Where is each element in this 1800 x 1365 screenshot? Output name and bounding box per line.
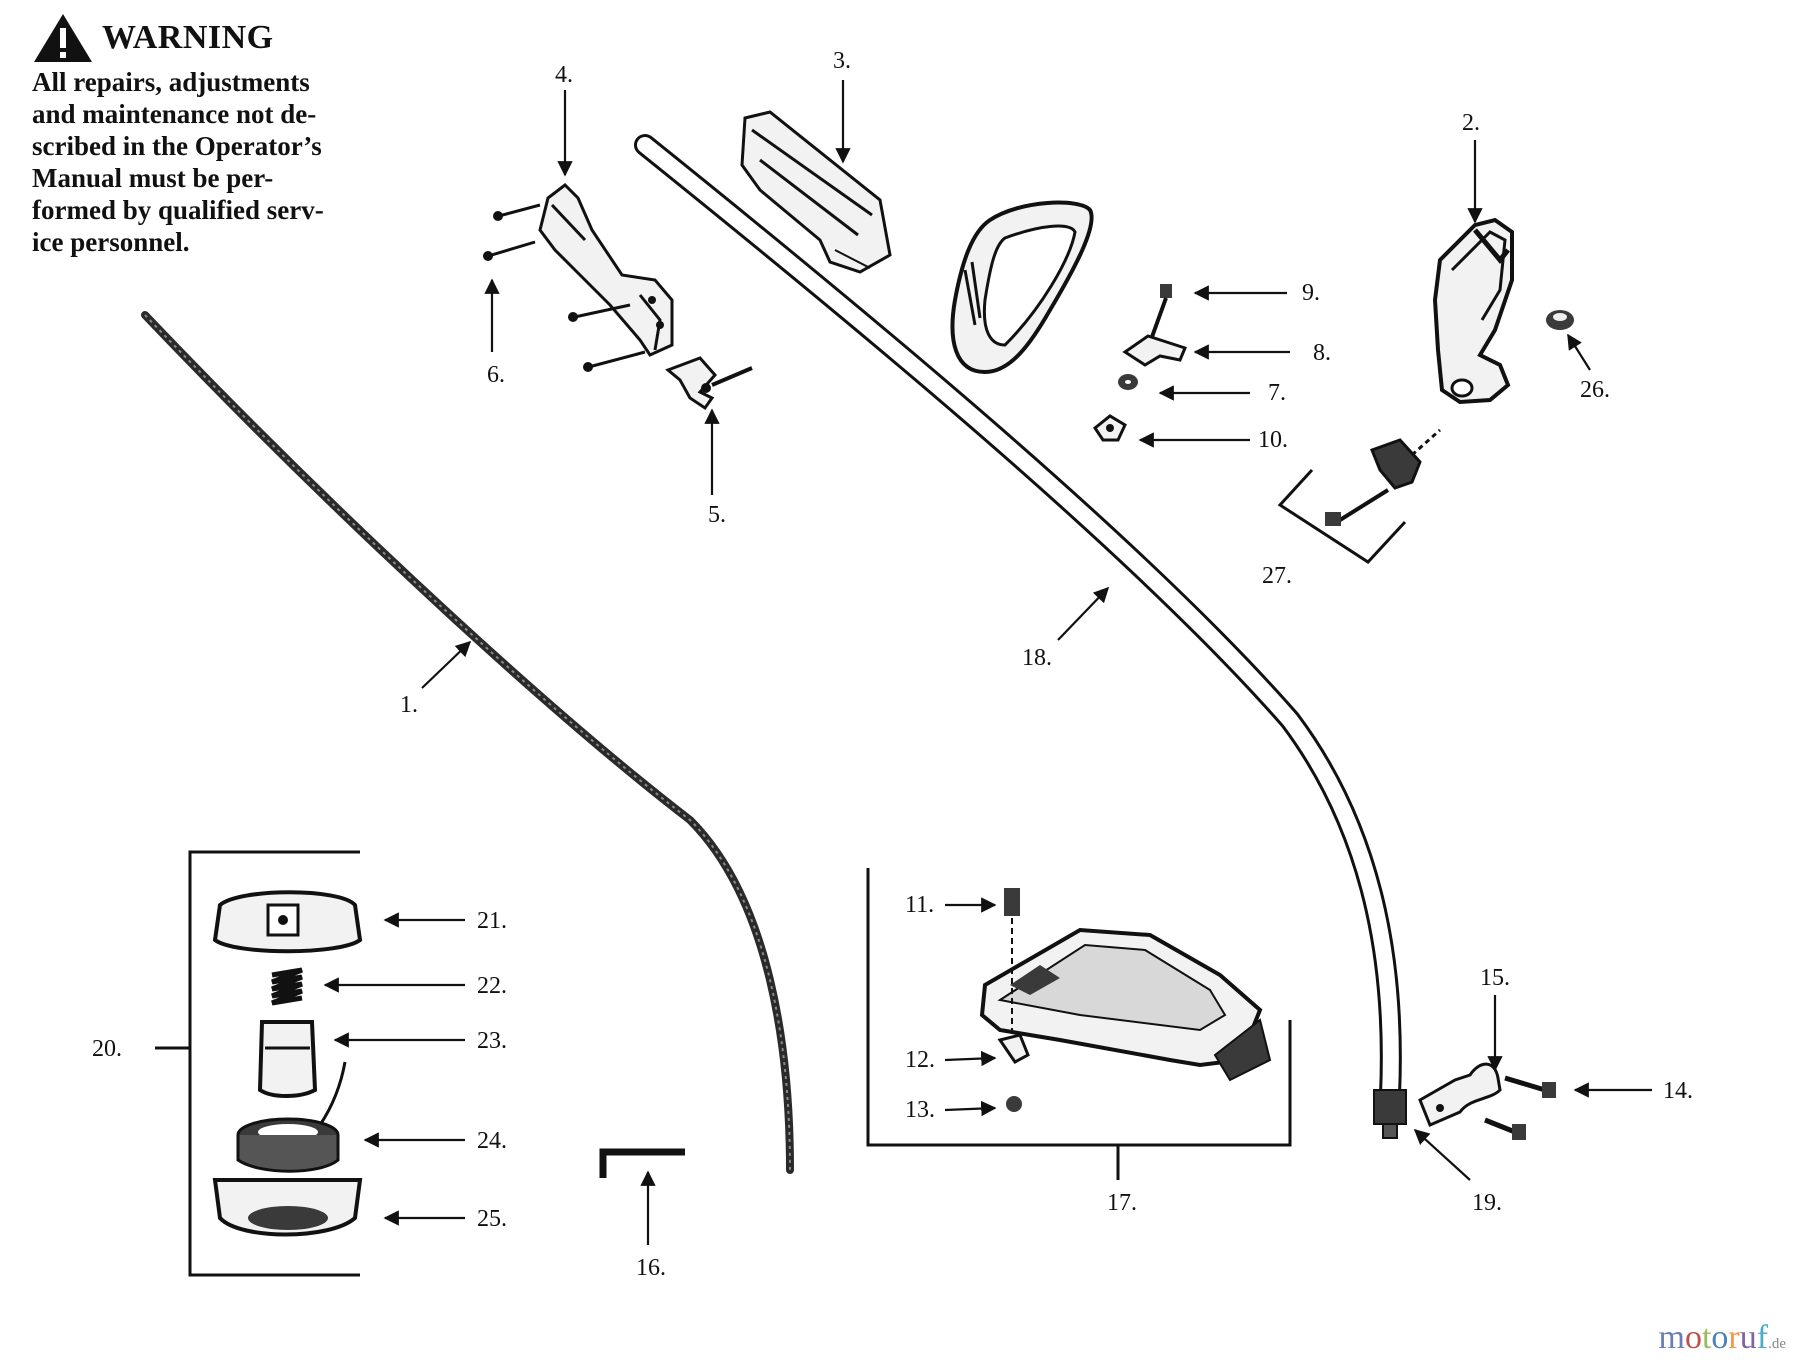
wing-nut-part — [1092, 414, 1127, 442]
warning-text: All repairs, adjustments and maintenance… — [32, 66, 412, 258]
callout-label-3: 3. — [833, 48, 851, 74]
warning-title: WARNING — [102, 19, 274, 56]
watermark-letter: u — [1739, 1319, 1757, 1356]
callout-label-14: 14. — [1663, 1078, 1693, 1104]
watermark-letter: o — [1711, 1319, 1729, 1356]
clamp-knob-part — [1325, 428, 1441, 526]
callout-label-26: 26. — [1580, 377, 1610, 403]
bracket-line — [866, 868, 1292, 1147]
washer-part — [1118, 374, 1138, 390]
spool-part — [236, 1117, 340, 1173]
knob-part — [1546, 310, 1574, 330]
screw-part — [1484, 1075, 1556, 1140]
watermark-letter: m — [1658, 1319, 1685, 1356]
d-handle-part — [950, 200, 1094, 375]
eyelet-part — [257, 1020, 318, 1098]
callout-label-2: 2. — [1462, 110, 1480, 136]
callout-label-6: 6. — [487, 362, 505, 388]
callout-label-13: 13. — [905, 1097, 935, 1123]
watermark-suffix: .de — [1768, 1336, 1786, 1352]
warning-line: scribed in the Operator’s — [32, 131, 322, 161]
callout-label-1: 1. — [400, 692, 418, 718]
screw-part — [1004, 888, 1020, 1040]
callout-label-22: 22. — [477, 973, 507, 999]
warning-header: WARNING — [32, 12, 412, 64]
callout-label-23: 23. — [477, 1028, 507, 1054]
spring-part — [271, 967, 303, 1006]
warning-line: Manual must be per- — [32, 163, 274, 193]
callout-label-24: 24. — [477, 1128, 507, 1154]
drive-shaft-part — [141, 311, 794, 1174]
callout-label-16: 16. — [636, 1255, 666, 1281]
throttle-handle-part — [1432, 217, 1514, 405]
watermark-letter: o — [1684, 1319, 1702, 1356]
callout-label-25: 25. — [477, 1206, 507, 1232]
callout-label-7: 7. — [1268, 380, 1286, 406]
callout-label-15: 15. — [1480, 965, 1510, 991]
callout-label-20: 20. — [92, 1036, 122, 1062]
warning-block: WARNING All repairs, adjustments and mai… — [32, 12, 412, 258]
watermark-letter: r — [1728, 1319, 1740, 1356]
watermark-brand: motoruf — [1659, 1319, 1769, 1356]
callout-label-4: 4. — [555, 62, 573, 88]
watermark-letter: f — [1756, 1319, 1769, 1356]
clamp-part — [1418, 1062, 1502, 1127]
callout-label-12: 12. — [905, 1047, 935, 1073]
callout-label-17: 17. — [1107, 1190, 1137, 1216]
warning-line: All repairs, adjustments — [32, 67, 310, 97]
callout-label-27: 27. — [1262, 563, 1292, 589]
handle-bar-part — [740, 110, 892, 274]
wing-bracket-part — [665, 356, 753, 411]
watermark: motoruf.de — [1659, 1319, 1786, 1357]
warning-line: and maintenance not de- — [32, 99, 317, 129]
warning-line: formed by qualified serv- — [32, 195, 324, 225]
bracket-part — [1122, 334, 1188, 367]
warning-triangle-icon — [34, 14, 92, 62]
handle-assembly-part — [538, 183, 674, 357]
hex-key-part — [599, 1148, 685, 1178]
callout-label-9: 9. — [1302, 280, 1320, 306]
callout-label-5: 5. — [708, 502, 726, 528]
clip-part — [997, 1033, 1030, 1064]
watermark-letter: t — [1701, 1319, 1712, 1356]
callout-label-11: 11. — [905, 892, 934, 918]
callout-label-21: 21. — [477, 908, 507, 934]
callout-label-10: 10. — [1258, 427, 1288, 453]
bracket-line — [1277, 468, 1407, 564]
callout-label-18: 18. — [1022, 645, 1052, 671]
warning-line: ice personnel. — [32, 227, 190, 257]
spool-cap-part — [212, 890, 363, 954]
callout-label-19: 19. — [1472, 1190, 1502, 1216]
coupler-part — [1373, 1089, 1407, 1139]
spool-housing-part — [212, 1178, 363, 1237]
bracket-line — [188, 850, 360, 1277]
guard-shield-part — [979, 927, 1272, 1082]
screw-part — [483, 203, 646, 372]
nut-part — [1006, 1096, 1022, 1112]
callout-arrows — [323, 80, 1652, 1245]
callout-label-8: 8. — [1313, 340, 1331, 366]
